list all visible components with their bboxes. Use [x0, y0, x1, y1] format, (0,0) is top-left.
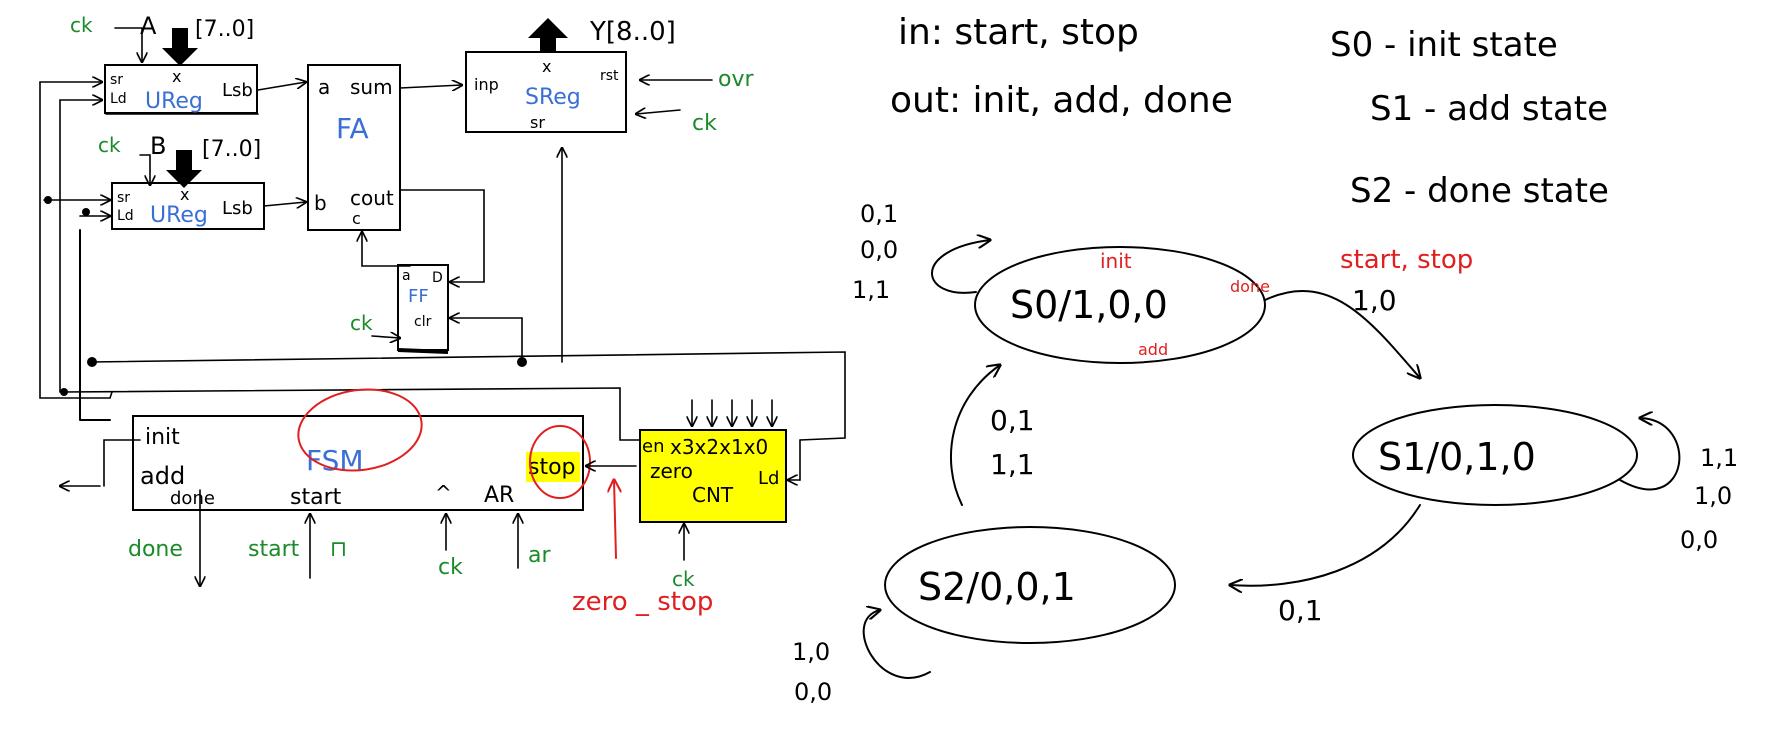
s1-s2-condition: 0,1	[1278, 594, 1323, 627]
s0-s1-condition: 1,0	[1352, 284, 1397, 317]
s0-description: S0 - init state	[1330, 25, 1558, 65]
s2-s0-condition-2: 1,1	[990, 448, 1035, 481]
fsm-add: add	[140, 462, 185, 490]
ck-b-label: ck	[98, 133, 121, 157]
ff-d: D	[432, 270, 443, 286]
bottom-done-label: done	[128, 537, 183, 562]
ureg-a-sr: sr	[110, 72, 123, 88]
bottom-ar-label: ar	[528, 543, 551, 568]
sreg-box	[465, 51, 627, 133]
ff-a: a	[402, 268, 411, 284]
ureg-b-sr: sr	[117, 190, 130, 206]
state-s1	[1352, 404, 1638, 506]
s2-loop-1: 1,0	[792, 638, 830, 666]
fa-name: FA	[336, 112, 369, 145]
cnt-zero: zero	[650, 459, 693, 483]
s1-loop-1: 1,1	[1700, 444, 1738, 472]
bottom-ck-cnt-label: ck	[672, 567, 695, 591]
fsm-init: init	[145, 425, 180, 450]
b-bus-arrow-icon	[166, 150, 202, 188]
sreg-sr: sr	[530, 113, 545, 132]
state-s0	[974, 246, 1266, 364]
state-s1-label: S1/0,1,0	[1378, 435, 1536, 479]
ureg-a-box	[104, 64, 258, 114]
start-pulse-icon: ⊓	[330, 537, 347, 562]
ck-a-wire	[114, 27, 142, 62]
ck-ff-label: ck	[350, 311, 373, 335]
ovr-label: ovr	[718, 67, 754, 92]
cnt-ld: Ld	[758, 468, 779, 489]
ureg-b-ld: Ld	[117, 208, 134, 224]
fsm-ck: ^	[435, 481, 452, 505]
y-bus-arrow-icon	[528, 18, 568, 52]
fa-c: c	[352, 209, 361, 228]
state-s0-label: S0/1,0,0	[1010, 283, 1168, 327]
fa-b: b	[314, 191, 327, 215]
fa-a: a	[318, 75, 330, 99]
s0-loop-1: 0,1	[860, 200, 898, 228]
inputs-line: in: start, stop	[898, 12, 1139, 53]
b-input-label: B	[150, 132, 166, 160]
s1-loop-2: 1,0	[1694, 482, 1732, 510]
fsm-box	[132, 415, 584, 511]
s1-loop-3: 0,0	[1680, 526, 1718, 554]
s0-loop-2: 0,0	[860, 236, 898, 264]
ureg-b-x: x	[180, 185, 189, 204]
ck-b-wire	[139, 154, 150, 185]
ff-clr: clr	[414, 314, 432, 330]
s0-ann-add: add	[1138, 340, 1168, 359]
fa-box	[307, 64, 401, 231]
fsm-red-circle	[297, 388, 423, 472]
ureg-a-x: x	[172, 67, 181, 86]
state-s2	[884, 526, 1176, 644]
outputs-line: out: init, add, done	[890, 80, 1233, 121]
zero-stop-label: zero _ stop	[572, 587, 713, 617]
s0-ann-done: done	[1230, 277, 1270, 296]
bottom-start-label: start	[248, 537, 300, 562]
ff-name: FF	[408, 286, 429, 307]
s2-s0-condition-1: 0,1	[990, 404, 1035, 437]
bottom-ck-label: ck	[438, 555, 463, 580]
b-bus-label: [7..0]	[202, 137, 261, 162]
sreg-name: SReg	[525, 85, 581, 110]
sreg-inp: inp	[474, 75, 499, 94]
fsm-stop: stop	[528, 455, 576, 480]
ck-sreg-label: ck	[692, 111, 717, 136]
s0-s1-annotation: start, stop	[1340, 245, 1473, 275]
s0-ann-init: init	[1100, 249, 1132, 273]
s2-description: S2 - done state	[1350, 171, 1609, 211]
ureg-b-lsb: Lsb	[222, 198, 253, 219]
fsm-ar: AR	[484, 483, 514, 508]
ureg-a-lsb: Lsb	[222, 80, 253, 101]
ck-a-label: ck	[70, 13, 93, 37]
state-s2-label: S2/0,0,1	[918, 565, 1076, 609]
y-output-label: Y[8..0]	[589, 17, 676, 47]
a-bus-arrow-icon	[162, 28, 198, 66]
cnt-bits: x3x2x1x0	[670, 435, 768, 459]
ureg-a-name: UReg	[145, 89, 203, 114]
fa-sum: sum	[350, 75, 393, 99]
a-input-label: A	[140, 12, 157, 40]
sreg-rst: rst	[600, 68, 619, 84]
fsm-done: done	[170, 488, 215, 509]
s2-loop-2: 0,0	[794, 678, 832, 706]
sreg-x: x	[542, 57, 551, 76]
a-bus-label: [7..0]	[195, 17, 254, 42]
stop-highlight	[526, 452, 580, 482]
cnt-name: CNT	[692, 483, 734, 507]
fsm-start: start	[290, 485, 342, 510]
ureg-b-name: UReg	[150, 203, 208, 228]
fa-cout: cout	[350, 186, 394, 210]
s1-description: S1 - add state	[1370, 89, 1608, 129]
cnt-box	[639, 429, 787, 523]
ureg-a-ld: Ld	[110, 91, 127, 107]
s0-loop-3: 1,1	[852, 276, 890, 304]
cnt-en: en	[642, 436, 664, 457]
